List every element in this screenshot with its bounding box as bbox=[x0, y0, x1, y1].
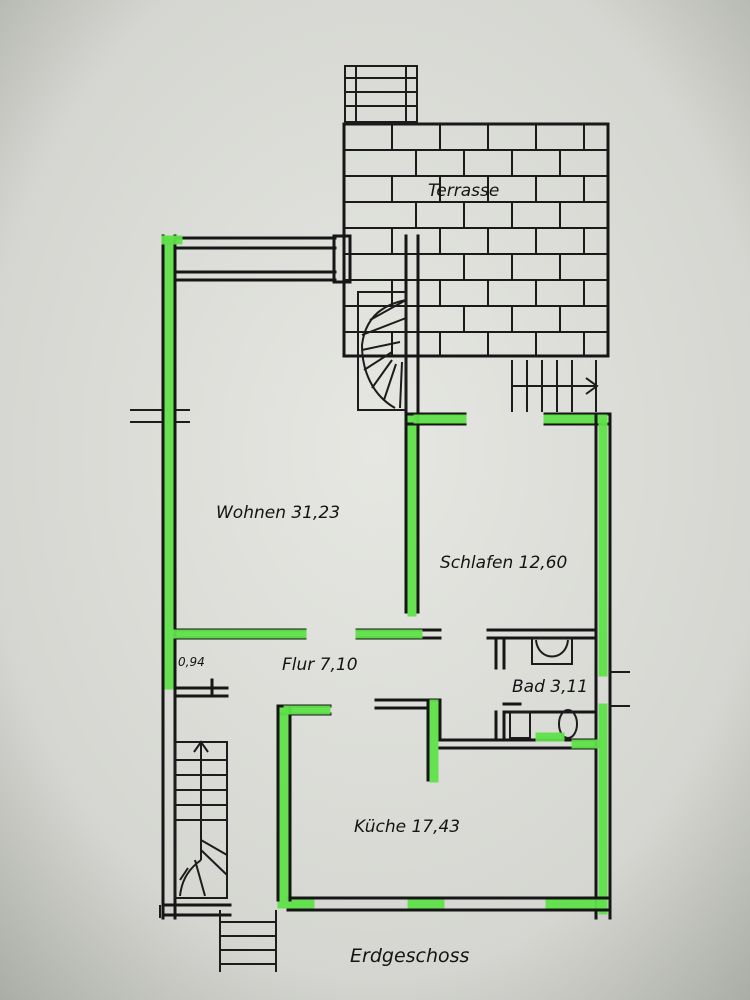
bath-label: Bad 3,11 bbox=[512, 677, 588, 697]
spiral-stair bbox=[357, 291, 407, 411]
storage-label: 0,94 bbox=[178, 655, 205, 669]
main-stair bbox=[159, 740, 277, 972]
bedroom-label: Schlafen 12,60 bbox=[440, 553, 567, 573]
bath-fixtures bbox=[509, 637, 578, 742]
outer-walls bbox=[130, 234, 630, 920]
floor-title: Erdgeschoss bbox=[350, 945, 470, 967]
living-room-label: Wohnen 31,23 bbox=[216, 503, 340, 523]
room-labels: Terrasse Wohnen 31,23 Schlafen 12,60 0,9… bbox=[178, 181, 588, 967]
kitchen-label: Küche 17,43 bbox=[354, 817, 460, 837]
hall-label: Flur 7,10 bbox=[282, 655, 358, 675]
terrace-label: Terrasse bbox=[428, 181, 499, 201]
terrace-steps bbox=[344, 65, 418, 123]
hall-walls bbox=[173, 628, 601, 902]
garden-steps bbox=[511, 360, 599, 412]
